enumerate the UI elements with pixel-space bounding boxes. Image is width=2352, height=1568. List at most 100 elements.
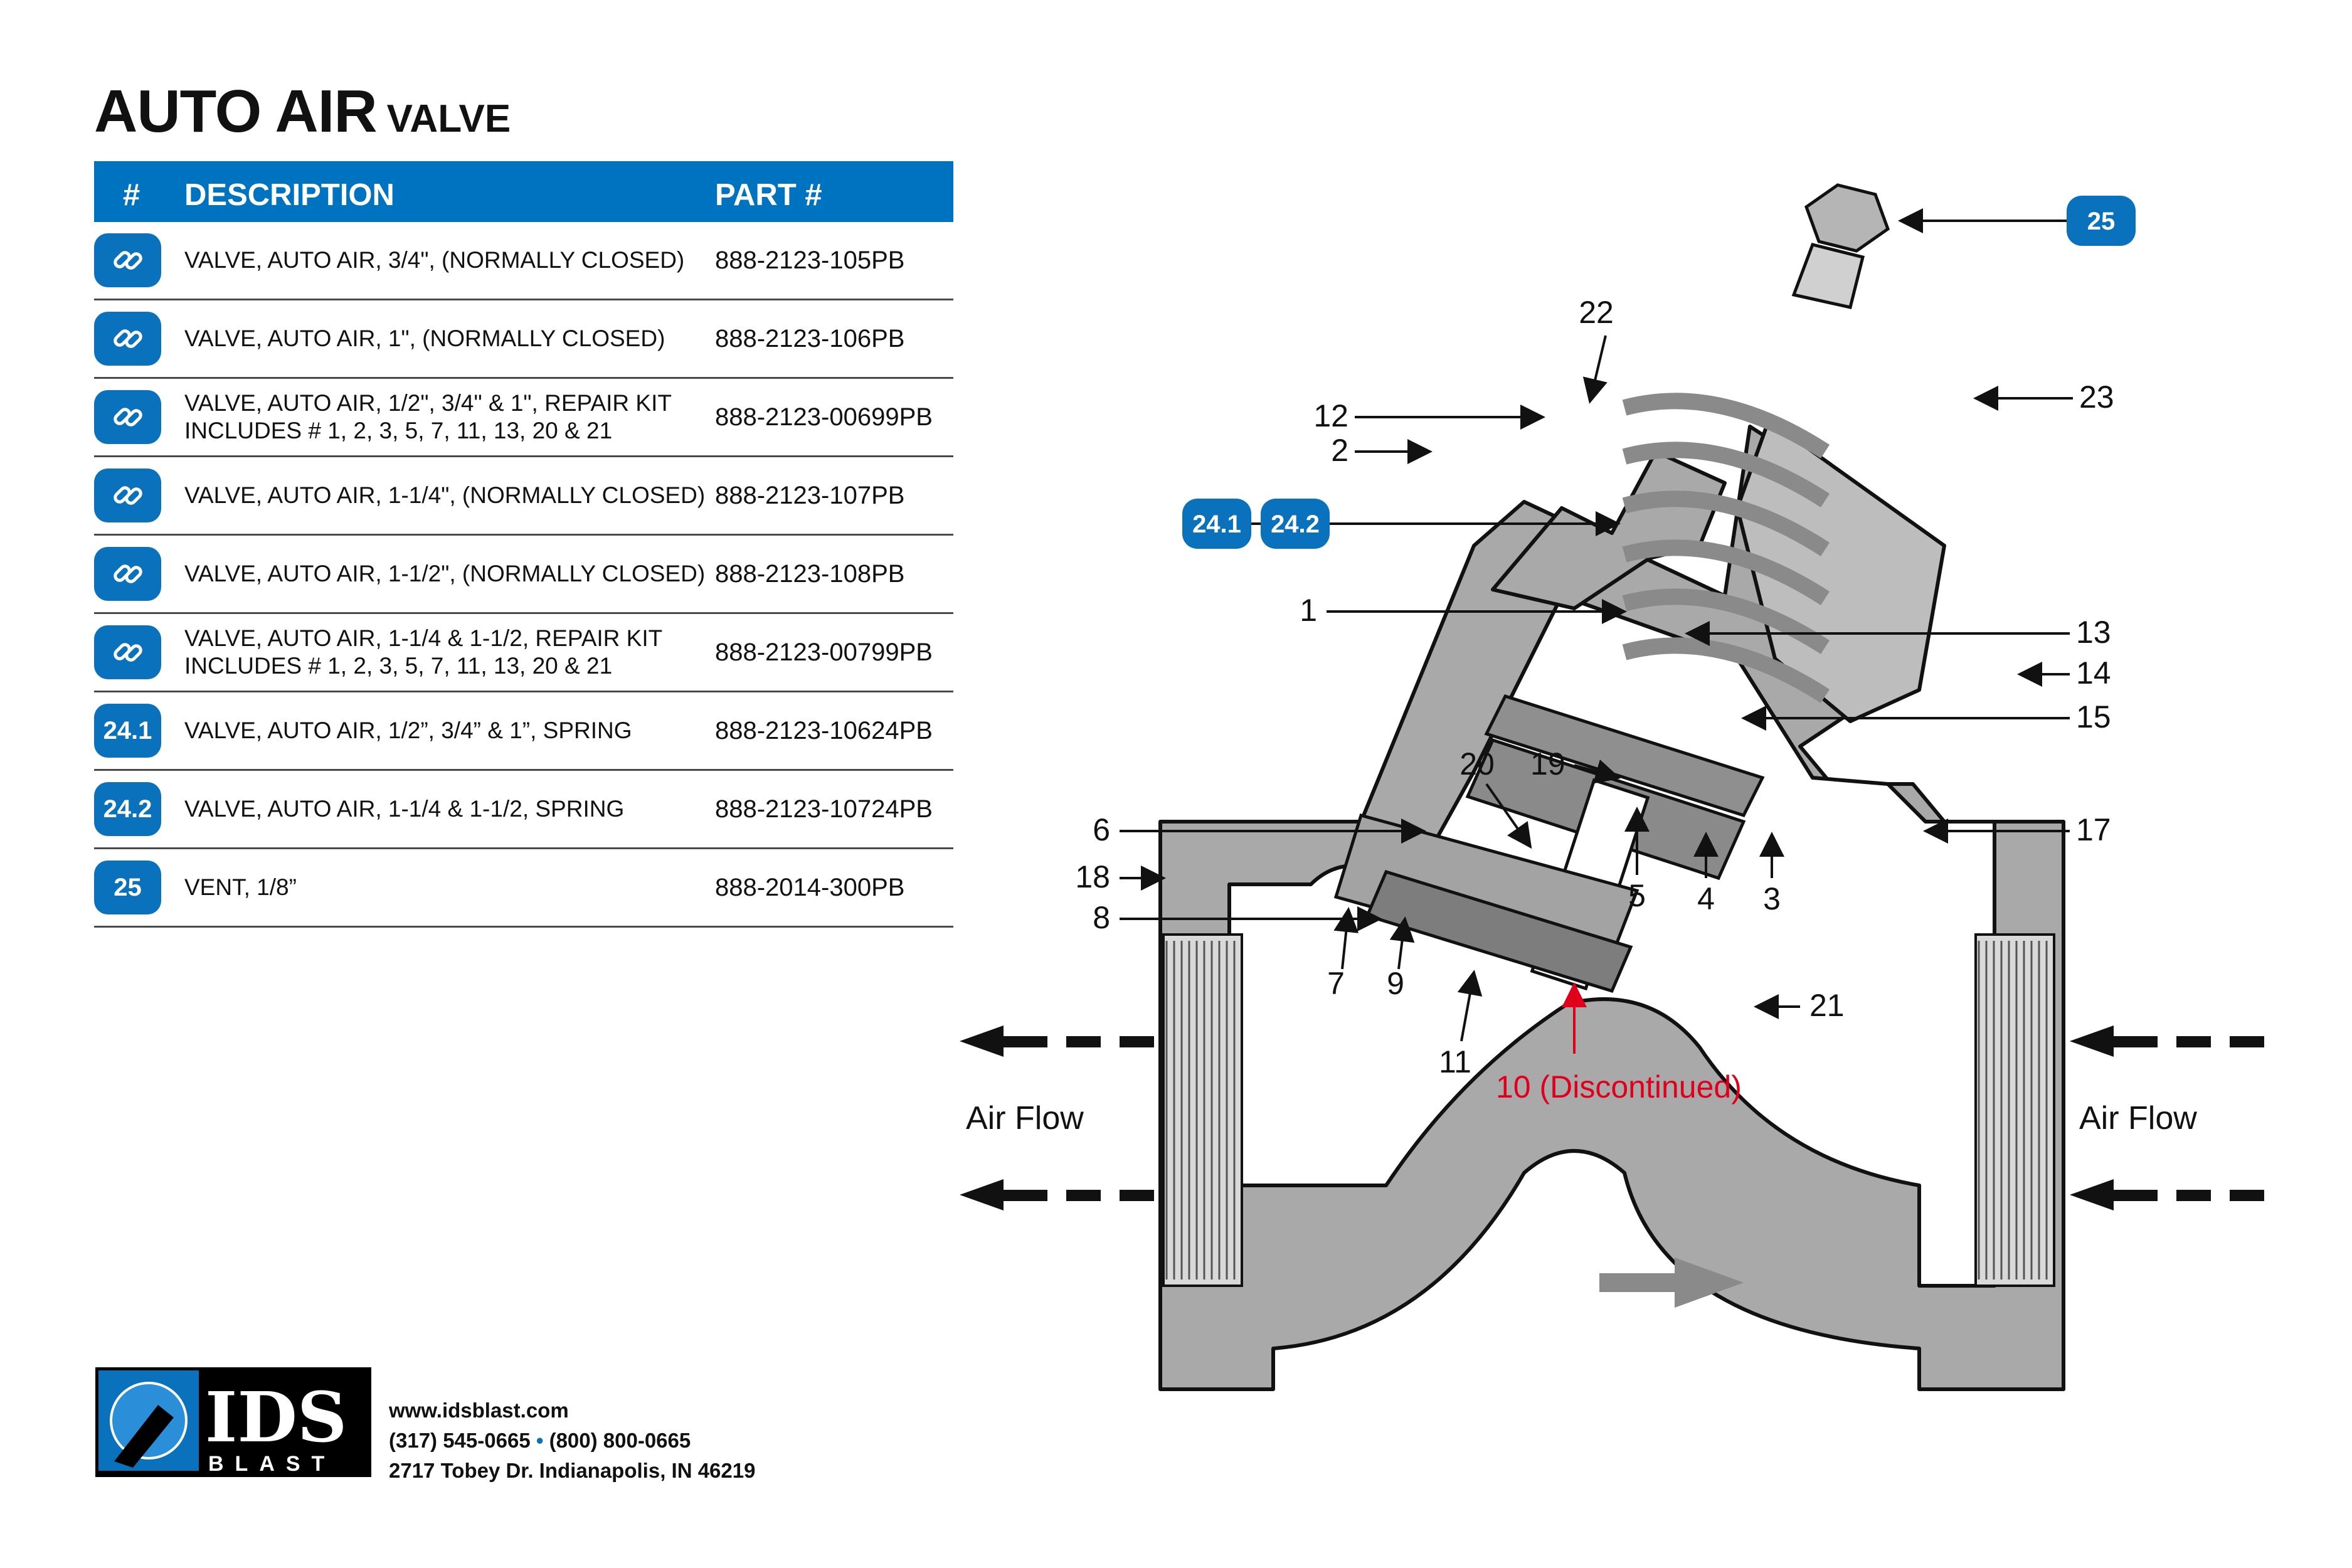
table-row: 24.1 VALVE, AUTO AIR, 1/2”, 3/4” & 1”, SP… [94, 692, 953, 771]
table-row: VALVE, AUTO AIR, 3/4", (NORMALLY CLOSED)… [94, 222, 953, 300]
table-row: VALVE, AUTO AIR, 1-1/4", (NORMALLY CLOSE… [94, 457, 953, 536]
link-button[interactable] [94, 469, 161, 522]
pill-24-2: 24.2 [1261, 499, 1330, 549]
air-flow-arrows-left [960, 1025, 1154, 1210]
table-header: # DESCRIPTION PART # [94, 161, 953, 222]
ids-blast-logo: IDS BLAST [95, 1367, 371, 1477]
callout-label-11: 11 [1439, 1044, 1471, 1079]
row-description: VALVE, AUTO AIR, 1-1/2", (NORMALLY CLOSE… [184, 561, 706, 586]
callout-label-15: 15 [2076, 699, 2111, 734]
callout-label-8: 8 [1093, 900, 1110, 935]
table-row: VALVE, AUTO AIR, 1-1/4 & 1-1/2, REPAIR K… [94, 614, 953, 692]
discontinued-label: 10 (Discontinued) [1496, 1069, 1742, 1104]
phone-tollfree[interactable]: (800) 800-0665 [549, 1429, 691, 1452]
website-link[interactable]: www.idsblast.com [389, 1399, 569, 1422]
row-description: VALVE, AUTO AIR, 1-1/4 & 1-1/2, SPRING [184, 796, 625, 822]
link-button[interactable] [94, 233, 161, 287]
table-row: 24.2 VALVE, AUTO AIR, 1-1/4 & 1-1/2, SPRI… [94, 771, 953, 849]
air-flow-label-left: Air Flow [966, 1100, 1084, 1136]
contact-info: www.idsblast.com (317) 545-0665 • (800) … [389, 1396, 755, 1486]
row-description: VALVE, AUTO AIR, 1", (NORMALLY CLOSED) [184, 326, 665, 351]
row-part-number: 888-2123-00799PB [715, 638, 933, 666]
row-description: VALVE, AUTO AIR, 1/2”, 3/4” & 1”, SPRING [184, 718, 632, 743]
callout-label-23: 23 [2079, 379, 2114, 415]
link-icon [113, 408, 142, 426]
pill-25: 25 [2067, 196, 2136, 246]
row-description: VALVE, AUTO AIR, 1-1/4", (NORMALLY CLOSE… [184, 482, 706, 508]
row-badge[interactable]: 24.2 [94, 782, 161, 836]
callout-leader-7 [1333, 907, 1359, 970]
row-description: VALVE, AUTO AIR, 1-1/4 & 1-1/2, REPAIR K… [184, 625, 662, 679]
link-icon [113, 564, 142, 583]
callout-label-5: 5 [1628, 878, 1646, 913]
callout-label-4: 4 [1697, 881, 1715, 916]
pill-24-2-label: 24.2 [1271, 511, 1320, 538]
spring [1622, 393, 1830, 703]
link-icon [113, 486, 142, 505]
interior-flow-arrow [1599, 1258, 1744, 1308]
row-part-number: 888-2014-300PB [715, 873, 905, 901]
callout-label-19: 19 [1530, 746, 1565, 781]
callout-leader-22 [1582, 335, 1608, 404]
title-main: AUTO AIR [94, 78, 378, 145]
row-part-number: 888-2123-107PB [715, 481, 905, 509]
callout-label-6: 6 [1093, 812, 1110, 847]
callout-label-13: 13 [2076, 615, 2111, 650]
row-description: VALVE, AUTO AIR, 3/4", (NORMALLY CLOSED) [184, 247, 685, 273]
callout-label-9: 9 [1387, 966, 1404, 1001]
link-button[interactable] [94, 625, 161, 679]
pill-24-1-label: 24.1 [1192, 511, 1241, 538]
row-description: VENT, 1/8” [184, 874, 297, 900]
table-row: VALVE, AUTO AIR, 1/2", 3/4" & 1", REPAIR… [94, 379, 953, 457]
link-icon [113, 643, 142, 662]
row-description: VALVE, AUTO AIR, 1/2", 3/4" & 1", REPAIR… [184, 390, 672, 443]
air-flow-arrows-right [2070, 1025, 2264, 1210]
callout-label-1: 1 [1300, 593, 1317, 628]
table-row: VALVE, AUTO AIR, 1", (NORMALLY CLOSED) 88… [94, 300, 953, 379]
title-sub: VALVE [386, 97, 511, 140]
row-part-number: 888-2123-108PB [715, 559, 905, 588]
link-icon [113, 329, 142, 348]
link-button[interactable] [94, 390, 161, 444]
link-button[interactable] [94, 547, 161, 601]
header-description: DESCRIPTION [184, 178, 395, 212]
callout-leader-19 [1574, 759, 1621, 784]
threaded-port-right [1974, 933, 2055, 1287]
row-part-number: 888-2123-10724PB [715, 795, 933, 823]
callout-label-12: 12 [1313, 398, 1348, 433]
header-part-number: PART # [715, 178, 822, 212]
callout-leader-9 [1389, 916, 1415, 970]
callout-label-22: 22 [1579, 295, 1614, 330]
link-icon [113, 251, 142, 270]
pill-24-1: 24.1 [1182, 499, 1251, 549]
pill-25-label: 25 [2087, 208, 2116, 235]
callout-label-21: 21 [1809, 988, 1845, 1023]
callout-label-14: 14 [2076, 655, 2111, 691]
row-part-number: 888-2123-105PB [715, 246, 905, 274]
separator-dot: • [536, 1429, 544, 1452]
row-part-number: 888-2123-00699PB [715, 403, 933, 431]
air-flow-label-right: Air Flow [2079, 1100, 2197, 1136]
parts-table: # DESCRIPTION PART # VALVE, AUTO AIR, 3/… [94, 161, 953, 928]
row-part-number: 888-2123-106PB [715, 324, 905, 352]
link-button[interactable] [94, 312, 161, 366]
bonnet [1491, 418, 1946, 723]
callout-leader-20 [1485, 783, 1532, 849]
callout-label-20: 20 [1459, 746, 1495, 781]
row-badge[interactable]: 24.1 [94, 704, 161, 758]
table-row: 25 VENT, 1/8” 888-2014-300PB [94, 849, 953, 928]
callout-label-18: 18 [1075, 859, 1110, 894]
callout-label-7: 7 [1327, 966, 1345, 1001]
vent-plug [1791, 183, 1890, 309]
table-row: VALVE, AUTO AIR, 1-1/2", (NORMALLY CLOSE… [94, 536, 953, 614]
logo-sub: BLAST [208, 1452, 336, 1476]
logo-text: IDS [205, 1377, 347, 1458]
piston-assembly [1333, 694, 1765, 993]
header-number: # [123, 178, 140, 212]
callout-leader-11 [1457, 970, 1483, 1042]
callout-label-2: 2 [1331, 433, 1348, 468]
row-part-number: 888-2123-10624PB [715, 716, 933, 744]
row-badge[interactable]: 25 [94, 861, 161, 914]
phone-local[interactable]: (317) 545-0665 [389, 1429, 531, 1452]
